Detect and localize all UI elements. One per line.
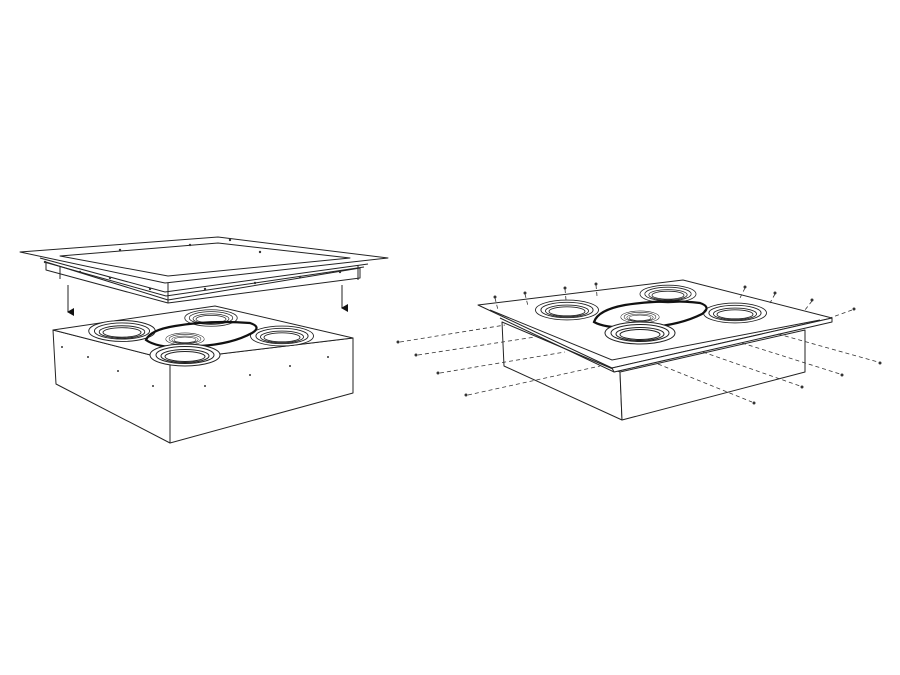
speaker-drivers	[88, 309, 314, 367]
speaker-box	[52, 305, 354, 444]
speaker-box	[501, 321, 806, 421]
speaker-drivers	[535, 284, 767, 345]
left-panel-frame-placement	[19, 236, 389, 444]
screws	[396, 282, 882, 405]
right-panel-screw-fastening	[396, 279, 882, 421]
mounting-frame	[19, 236, 389, 304]
